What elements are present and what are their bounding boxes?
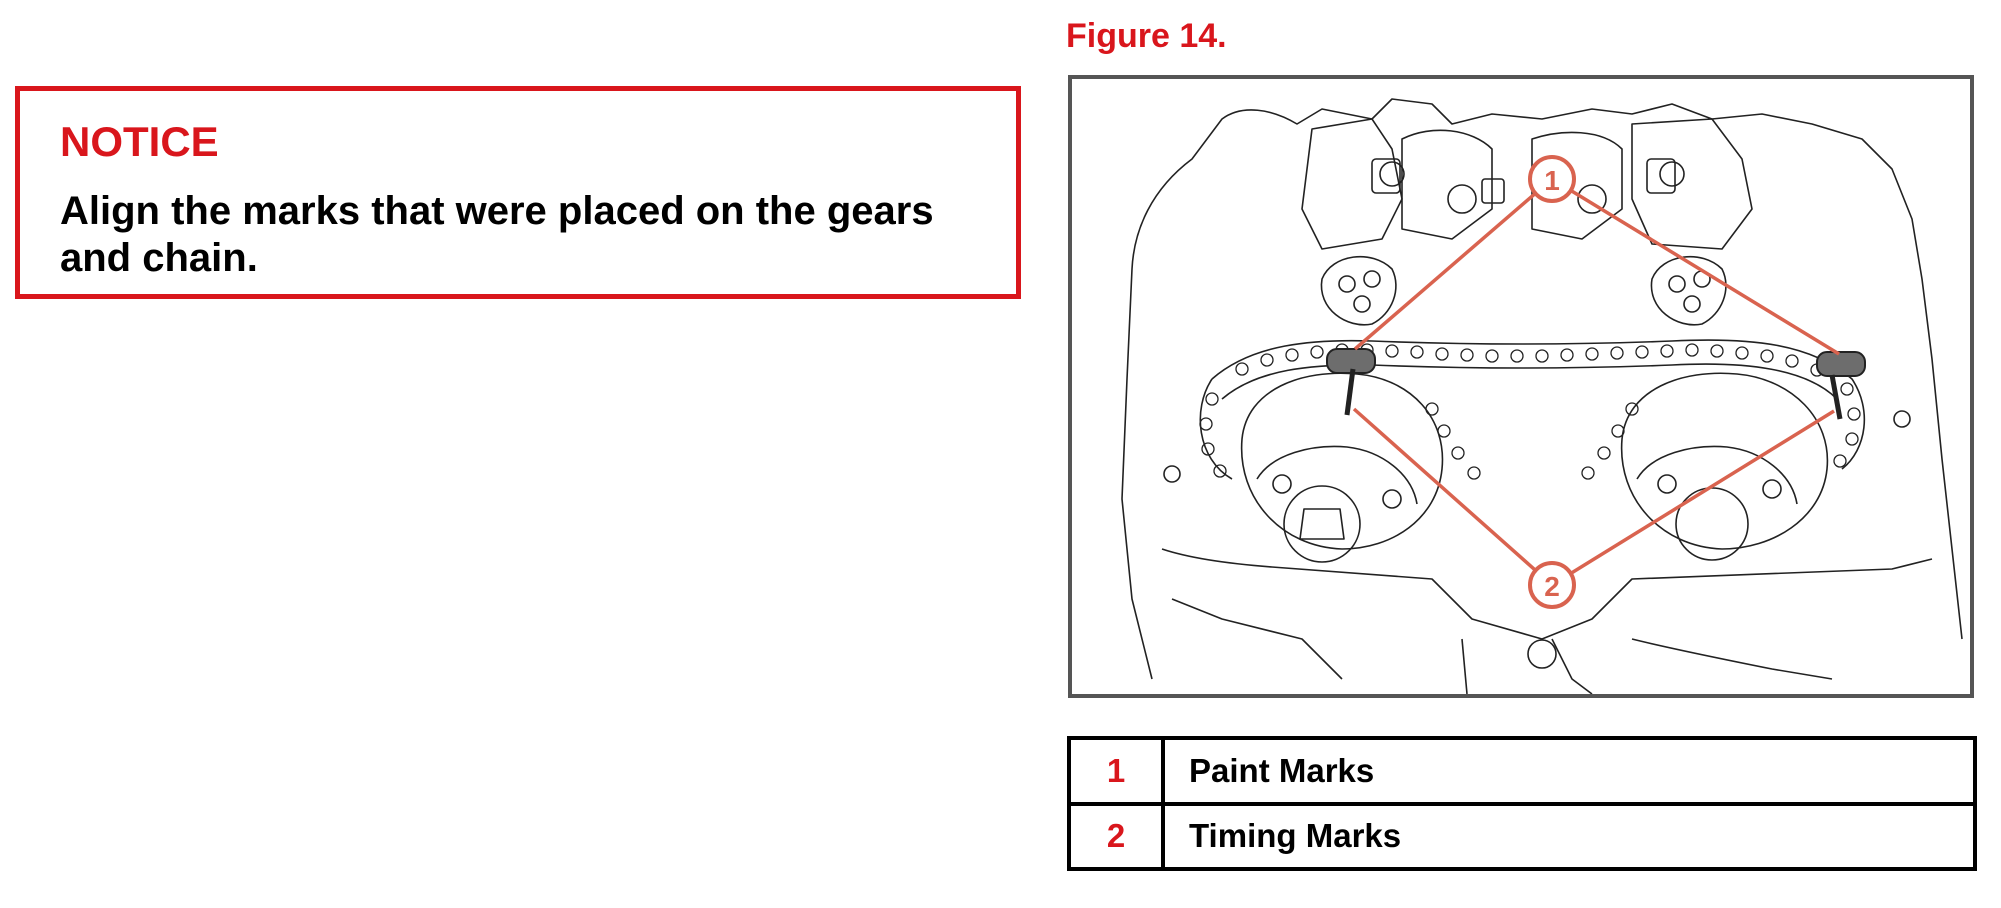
paint-mark-right (1816, 351, 1866, 377)
legend-label: Timing Marks (1161, 801, 1977, 871)
notice-box: NOTICE Align the marks that were placed … (15, 86, 1021, 299)
timing-mark-left (1344, 368, 1356, 416)
notice-text: Align the marks that were placed on the … (60, 189, 934, 280)
callout-1-label: 1 (1544, 165, 1560, 196)
legend-number: 1 (1067, 736, 1165, 806)
timing-mark-right (1829, 374, 1843, 420)
callout-leaders (1352, 177, 1840, 587)
figure-illustration: 1 2 (1068, 75, 1974, 698)
callout-2-label: 2 (1544, 571, 1560, 602)
engine-line-art (1121, 98, 1963, 694)
callout-1: 1 (1528, 155, 1576, 203)
legend-number: 2 (1067, 801, 1165, 871)
figure-title: Figure 14. (1066, 17, 1227, 55)
engine-timing-chain-illustration: 1 2 (1121, 98, 1963, 694)
legend-table: 1 Paint Marks 2 Timing Marks (1067, 736, 1977, 871)
paint-marks (1326, 348, 1866, 377)
notice-title: NOTICE (60, 118, 219, 165)
legend-label: Paint Marks (1161, 736, 1977, 806)
legend-row: 1 Paint Marks (1067, 736, 1977, 806)
timing-marks (1344, 368, 1843, 420)
callout-2: 2 (1528, 561, 1576, 609)
legend-row: 2 Timing Marks (1067, 801, 1977, 871)
